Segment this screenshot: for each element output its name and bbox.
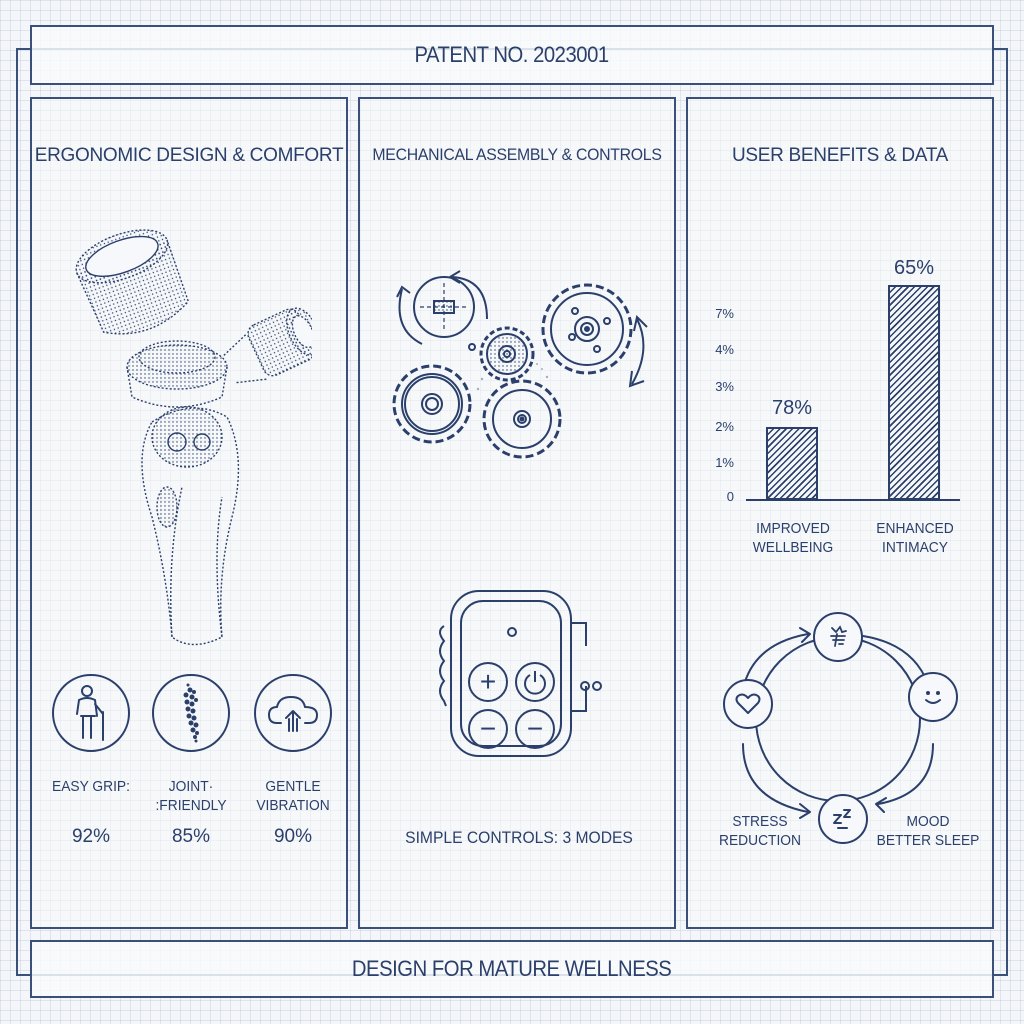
feature-gentle-vibration [254, 674, 332, 752]
brain-icon [830, 625, 847, 647]
minus-button[interactable]: − [468, 709, 508, 749]
cycle-node-heart [723, 679, 773, 729]
feature-joint-friendly [152, 674, 230, 752]
bar-value-wellbeing: 78% [771, 397, 813, 419]
gear-assembly-icon [392, 270, 648, 459]
controls-caption: SIMPLE CONTROLS: 3 MODES [405, 828, 633, 847]
exploded-device-icon [75, 229, 312, 646]
power-icon [524, 671, 546, 695]
plus-icon: + [479, 666, 497, 697]
smiley-icon [925, 691, 941, 704]
heart-icon [735, 693, 761, 714]
x-label-wellbeing: IMPROVED WELLBEING [752, 520, 834, 556]
patent-number: PATENT NO. 2023001 [414, 42, 610, 67]
bar-improved-wellbeing [766, 427, 818, 500]
panel-title: MECHANICAL ASSEMBLY & CONTROLS [372, 145, 662, 164]
minus-icon: − [526, 713, 544, 744]
bar-enhanced-intimacy [888, 285, 940, 500]
panel-benefits: USER BENEFITS & DATA 7% 4% 3% 2% 1% 0 78… [686, 97, 994, 929]
footer-tagline: DESIGN FOR MATURE WELLNESS [352, 956, 672, 981]
feature-label-gentle-vibration: GENTLE VIBRATION [256, 778, 330, 814]
bar-value-intimacy: 65% [893, 257, 935, 279]
elderly-person-with-cane-icon [76, 685, 104, 741]
feature-value-gentle-vibration: 90% [273, 826, 313, 847]
panel-mechanical: MECHANICAL ASSEMBLY & CONTROLS [358, 97, 676, 929]
cloud-upload-icon [268, 696, 318, 732]
feature-value-easy-grip: 92% [71, 826, 111, 847]
sleep-zz-icon [833, 809, 851, 829]
power-button[interactable] [515, 662, 555, 702]
y-tick: 0 [726, 489, 734, 504]
x-axis [746, 499, 960, 501]
y-tick: 1% [715, 455, 734, 470]
y-tick: 3% [715, 379, 734, 394]
footer-banner: DESIGN FOR MATURE WELLNESS [30, 940, 994, 998]
panel-title: USER BENEFITS & DATA [731, 145, 949, 166]
header-banner: PATENT NO. 2023001 [30, 25, 994, 85]
x-label-intimacy: ENHANCED INTIMACY [876, 520, 954, 556]
feature-value-joint-friendly: 85% [171, 826, 211, 847]
remote-control [439, 590, 602, 757]
feature-label-easy-grip: EASY GRIP: [52, 778, 130, 795]
cycle-label-stress-reduction: STRESS REDUCTION [718, 813, 802, 849]
cycle-label-mood-sleep: MOOD BETTER SLEEP [876, 813, 980, 849]
y-tick: 4% [715, 342, 734, 357]
spine-icon [183, 683, 199, 743]
feature-label-joint-friendly: JOINT· :FRIENDLY [155, 778, 227, 814]
panel-ergonomic: ERGONOMIC DESIGN & COMFORT [30, 97, 348, 929]
cycle-node-mind [813, 612, 863, 662]
cycle-node-mood [908, 672, 958, 722]
minus-icon: − [479, 713, 497, 744]
plus-button[interactable]: + [468, 662, 508, 702]
cycle-node-sleep [818, 794, 868, 844]
minus-button-2[interactable]: − [515, 709, 555, 749]
feature-easy-grip [52, 674, 130, 752]
panel-title: ERGONOMIC DESIGN & COMFORT [34, 145, 344, 166]
y-tick: 7% [715, 306, 734, 321]
y-tick: 2% [715, 419, 734, 434]
